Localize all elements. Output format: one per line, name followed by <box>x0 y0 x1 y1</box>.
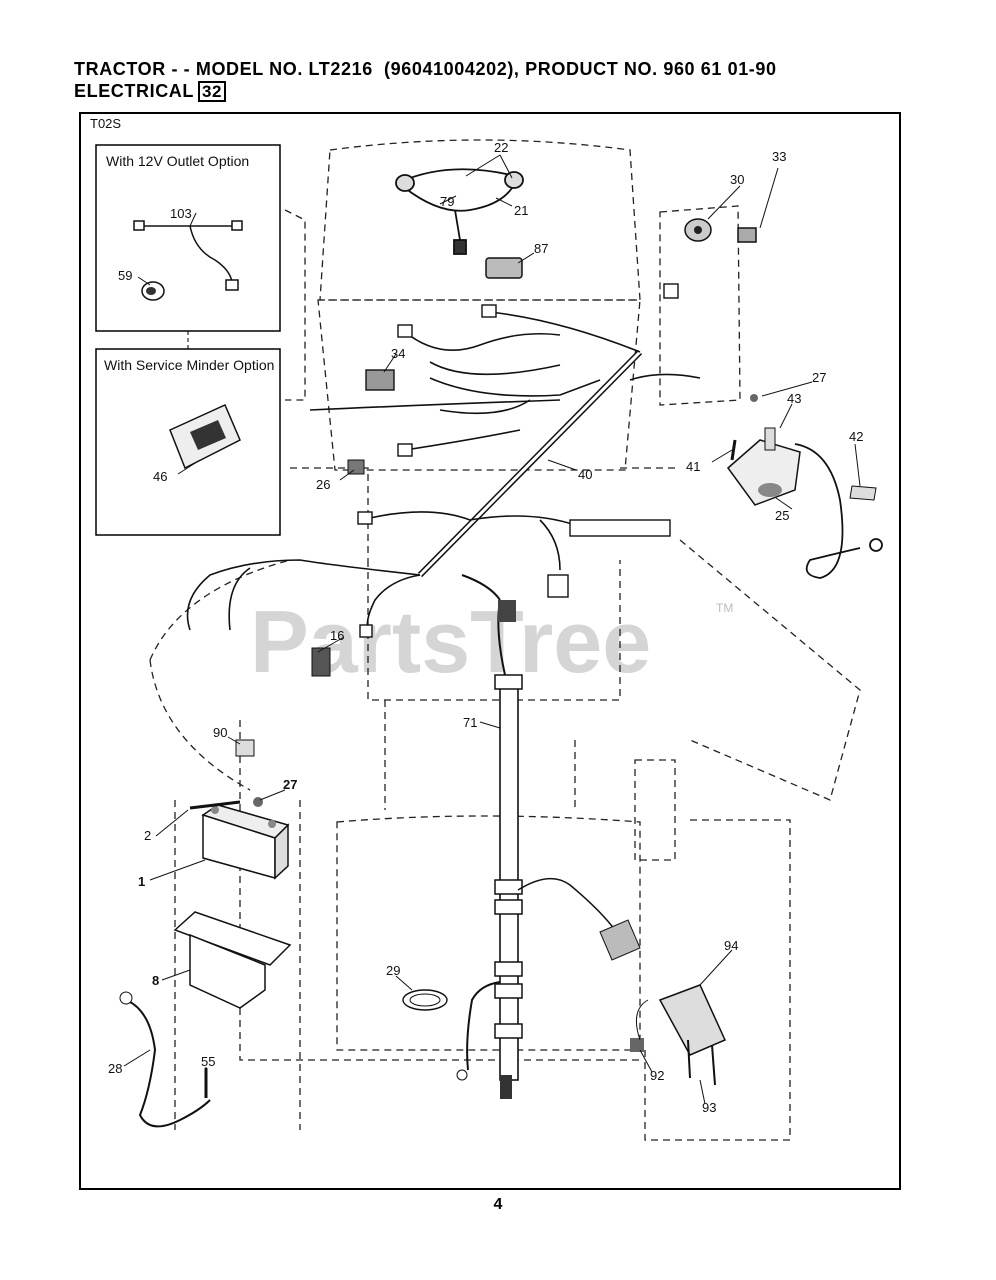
bolt-41 <box>730 439 737 461</box>
ignition-switch-30 <box>684 218 712 242</box>
watermark-text: PartsTree <box>250 592 651 691</box>
page-header: TRACTOR - - MODEL NO. LT2216 (9604100420… <box>74 58 934 102</box>
callout-92: 92 <box>650 1068 664 1083</box>
switch-16 <box>311 647 331 677</box>
section-title: ELECTRICAL <box>74 81 194 101</box>
callout-43: 43 <box>787 391 801 406</box>
callout-labels: 22 79 21 87 30 33 27 43 41 42 25 40 26 3… <box>108 140 863 1115</box>
callout-26: 26 <box>316 477 330 492</box>
option-12v-box <box>95 144 281 332</box>
leader-lines <box>123 154 861 1105</box>
callout-22: 22 <box>494 140 508 155</box>
callout-1: 1 <box>138 874 145 889</box>
relay-33 <box>737 227 757 243</box>
fuse-26 <box>347 459 365 475</box>
fuse-holder-34 <box>365 369 395 391</box>
callout-90: 90 <box>213 725 227 740</box>
power-outlet-59 <box>141 281 165 301</box>
diagram-code: T02S <box>90 116 121 131</box>
cable-25 <box>794 443 883 579</box>
callout-103: 103 <box>170 206 192 221</box>
callout-33: 33 <box>772 149 786 164</box>
option-service-title: With Service Minder Option <box>104 357 274 373</box>
callout-87: 87 <box>534 241 548 256</box>
watermark-tm: TM <box>716 601 733 615</box>
model-line: TRACTOR - - MODEL NO. LT2216 (9604100420… <box>74 59 777 79</box>
cable-28 <box>119 991 211 1128</box>
battery-1 <box>201 804 290 880</box>
nut-27-top <box>750 394 758 402</box>
callout-71: 71 <box>463 715 477 730</box>
rear-harness-71 <box>456 574 641 1099</box>
callout-8: 8 <box>152 973 159 988</box>
callout-21: 21 <box>514 203 528 218</box>
callout-40: 40 <box>578 467 592 482</box>
figure-number-badge: 32 <box>198 81 227 102</box>
seat-switch-29 <box>402 989 448 1011</box>
callout-16: 16 <box>330 628 344 643</box>
bolt-2 <box>189 800 241 810</box>
callout-55: 55 <box>201 1054 215 1069</box>
switch-87 <box>485 257 523 279</box>
service-minder-46 <box>169 404 241 470</box>
callout-46: 46 <box>153 469 167 484</box>
outlet-harness-103 <box>133 220 243 291</box>
callout-30: 30 <box>730 172 744 187</box>
callout-41: 41 <box>686 459 700 474</box>
battery-tray-8 <box>173 911 292 1009</box>
page-number: 4 <box>493 1196 503 1213</box>
callout-28: 28 <box>108 1061 122 1076</box>
callout-27-top: 27 <box>812 370 826 385</box>
callout-2: 2 <box>144 828 151 843</box>
callout-27-battery: 27 <box>283 777 297 792</box>
callout-29: 29 <box>386 963 400 978</box>
solenoid-43 <box>726 427 801 506</box>
callout-94: 94 <box>724 938 738 953</box>
headlight-harness <box>395 168 524 255</box>
callout-59: 59 <box>118 268 132 283</box>
callout-93: 93 <box>702 1100 716 1115</box>
callout-42: 42 <box>849 429 863 444</box>
nut-27 <box>253 797 263 807</box>
callout-25: 25 <box>775 508 789 523</box>
boot-42 <box>849 485 877 501</box>
diagram-frame <box>79 112 901 1190</box>
switch-94 <box>630 984 726 1086</box>
switch-90 <box>235 739 255 757</box>
harness-connectors <box>357 283 679 638</box>
option-12v-title: With 12V Outlet Option <box>106 153 249 169</box>
callout-79: 79 <box>440 194 454 209</box>
callout-34: 34 <box>391 346 405 361</box>
